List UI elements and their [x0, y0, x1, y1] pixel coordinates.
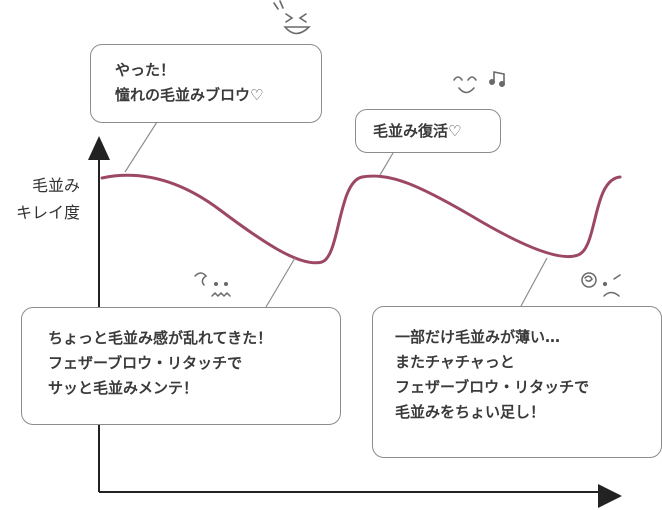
- x-axis-arrow: [598, 484, 622, 508]
- bubble-trough1: ちょっと毛並み感が乱れてきた！ フェザーブロウ・リタッチで サッと毛並みメンテ！: [21, 307, 341, 425]
- pointer-trough1: [265, 257, 296, 308]
- bubble-trough2-line-2: またチャチャっと: [395, 353, 515, 371]
- bubble-peak2-line-1: 毛並み復活♡: [373, 122, 462, 140]
- pointer-trough2: [520, 257, 548, 307]
- bubble-trough1-line-1: ちょっと毛並み感が乱れてきた！: [48, 329, 273, 347]
- bubble-trough2-line-3: フェザーブロウ・リタッチで: [395, 378, 590, 396]
- bubble-trough2: 一部だけ毛並みが薄い… またチャチャっと フェザーブロウ・リタッチで 毛並みをち…: [372, 306, 662, 458]
- y-axis-label-line-2: キレイ度: [15, 203, 80, 222]
- bubble-trough2-line-1: 一部だけ毛並みが薄い…: [395, 328, 561, 346]
- y-axis-label: 毛並み キレイ度: [0, 172, 80, 226]
- worried-face-icon: [194, 272, 231, 298]
- y-axis-label-line-1: 毛並み: [31, 176, 80, 195]
- bubble-trough1-line-3: サッと毛並みメンテ！: [48, 379, 199, 397]
- beauty-curve: [100, 173, 622, 265]
- frustrated-face-icon: [581, 272, 621, 297]
- bubble-peak1: やった！ 憧れの毛並みブロウ♡: [90, 44, 322, 123]
- bubble-trough2-line-4: 毛並みをちょい足し！: [395, 403, 546, 421]
- pointer-peak2: [379, 152, 394, 176]
- bubble-trough1-line-2: フェザーブロウ・リタッチで: [48, 354, 243, 372]
- pointer-peak1: [124, 121, 158, 173]
- bubble-peak1-line-2: 憧れの毛並みブロウ♡: [115, 86, 264, 104]
- y-axis-arrow: [88, 136, 110, 160]
- happy-face-music-icon: [453, 71, 505, 94]
- laughing-face-icon: [273, 0, 311, 35]
- bubble-peak1-line-1: やった！: [115, 61, 176, 79]
- bubble-peak2: 毛並み復活♡: [355, 109, 501, 153]
- pointer-lines: [124, 121, 548, 308]
